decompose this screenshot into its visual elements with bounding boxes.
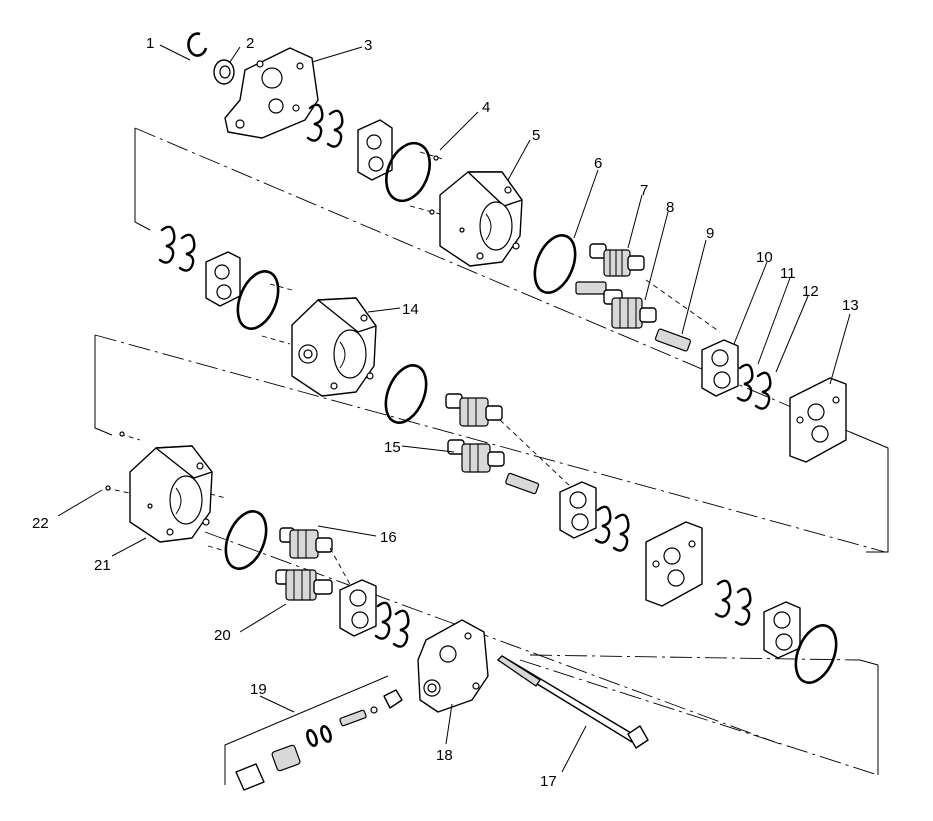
callout-17: 17 <box>540 773 557 790</box>
callout-8: 8 <box>666 199 674 216</box>
wear-plate-middle <box>205 251 241 307</box>
o-ring-right <box>794 624 838 684</box>
callout-12: 12 <box>802 283 819 300</box>
seal-clips-middle-2 <box>594 505 630 552</box>
shaft-seal-2 <box>213 59 235 85</box>
gear-housing-5 <box>439 171 523 267</box>
wear-plate-top <box>357 119 393 181</box>
seal-clip-12 <box>754 371 772 410</box>
gear-housing-14 <box>261 283 377 397</box>
seal-clips-right <box>714 579 752 626</box>
callout-9: 9 <box>706 225 714 242</box>
wear-plate-right <box>763 601 801 659</box>
wear-plate-lower <box>339 579 377 637</box>
callout-2: 2 <box>246 35 254 52</box>
wear-plate-middle-2 <box>559 481 597 539</box>
connecting-shaft-9 <box>645 279 721 352</box>
o-ring-6 <box>533 234 577 294</box>
through-bolt-17 <box>497 655 649 749</box>
callout-18: 18 <box>436 747 453 764</box>
snap-ring-1 <box>187 32 208 57</box>
front-cover-3 <box>224 47 319 139</box>
section-frame-bottom <box>224 654 879 785</box>
o-ring-lower <box>224 510 268 570</box>
callout-labels: 1 2 3 4 5 6 7 8 9 10 11 12 13 14 15 16 1… <box>32 35 859 790</box>
callout-13: 13 <box>842 297 859 314</box>
callout-15: 15 <box>384 439 401 456</box>
callout-14: 14 <box>402 301 419 318</box>
drive-gear-8 <box>575 281 657 329</box>
callout-21: 21 <box>94 557 111 574</box>
callout-11: 11 <box>780 265 796 282</box>
thrust-plate-middle <box>645 521 703 607</box>
gear-pair-15 <box>445 393 573 495</box>
callout-1: 1 <box>146 35 154 52</box>
callout-3: 3 <box>364 37 372 54</box>
callout-10: 10 <box>756 249 773 266</box>
section-frame-middle <box>94 334 886 745</box>
o-ring-middle-2 <box>384 364 428 424</box>
callout-20: 20 <box>214 627 231 644</box>
idler-gear-7 <box>589 243 645 277</box>
gear-16 <box>279 527 333 559</box>
gear-20 <box>275 547 353 601</box>
relief-valve-19 <box>235 689 403 791</box>
callout-22: 22 <box>32 515 49 532</box>
wear-plate-10 <box>701 339 739 397</box>
seal-clip-11 <box>736 363 754 402</box>
seal-clips-middle <box>158 225 196 272</box>
callout-leaders <box>57 44 851 773</box>
dowel-pins-4 <box>409 151 447 215</box>
o-ring-top <box>385 141 431 203</box>
seal-clips-lower <box>374 601 410 648</box>
callout-6: 6 <box>594 155 602 172</box>
gear-housing-21 <box>105 431 227 551</box>
rear-cover-18 <box>417 619 489 713</box>
callout-5: 5 <box>532 127 540 144</box>
callout-16: 16 <box>380 529 397 546</box>
callout-4: 4 <box>482 99 490 116</box>
callout-19: 19 <box>250 681 267 698</box>
callout-7: 7 <box>640 182 648 199</box>
thrust-plate-13 <box>789 377 847 463</box>
o-ring-middle <box>236 270 280 330</box>
seal-clips-top <box>306 103 344 148</box>
